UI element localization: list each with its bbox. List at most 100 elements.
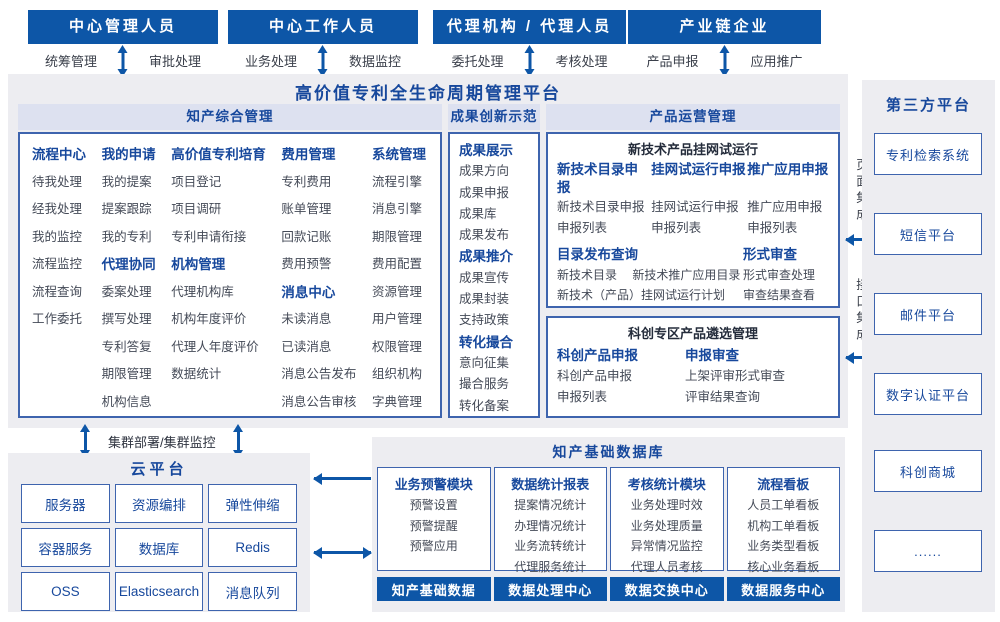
actor-role-label: 业务处理 — [244, 54, 297, 69]
menu-item: 流程监控 — [32, 257, 83, 271]
module-item: 核心业务看板 — [747, 559, 820, 574]
menu-item: 高价值专利培育 — [171, 147, 266, 162]
menu-item: 流程中心 — [32, 147, 86, 162]
menu-item: 账单管理 — [281, 202, 332, 216]
menu-item: 挂网试运行申报 — [651, 200, 739, 214]
cloud-service-box: 服务器 — [21, 484, 110, 523]
ip-database-panel: 知产基础数据库 业务预警模块 预警设置预警提醒预警应用 数据统计报表 提案情况统… — [372, 437, 845, 612]
menu-item: 成果申报 — [459, 185, 510, 200]
bidirectional-vertical-arrow-icon — [117, 45, 128, 77]
menu-item: 成果发布 — [459, 228, 510, 243]
menu-item: 转化撮合 — [459, 334, 513, 350]
actor-role-label: 委托处理 — [451, 54, 504, 69]
menu-item: 评审结果查询 — [685, 390, 761, 404]
module-item: 业务处理时效 — [630, 498, 703, 512]
data-center-bar: 数据处理中心 — [493, 577, 607, 601]
menu-item: 支持政策 — [459, 313, 510, 328]
section-header: 知产综合管理 — [18, 104, 442, 130]
menu-item: 项目调研 — [171, 202, 222, 216]
menu-item: 流程引擎 — [371, 174, 422, 189]
trial-run-box: 新技术产品挂网试运行 新技术目录申报新技术目录申报申报列表 挂网试运行申报挂网试… — [546, 132, 840, 308]
menu-item: 期限管理 — [101, 367, 152, 381]
left-arrow-icon — [313, 472, 371, 485]
cloud-platform-title: 云平台 — [130, 461, 188, 478]
menu-item: 申报列表 — [651, 221, 702, 235]
actor-role-label: 考核处理 — [555, 54, 608, 69]
bidirectional-horizontal-arrow-icon — [313, 546, 372, 559]
menu-item: 代理协同 — [101, 257, 156, 272]
menu-item: 撮合服务 — [459, 377, 510, 392]
menu-item: 推广应用申报 — [747, 162, 829, 177]
bidirectional-vertical-arrow-icon — [524, 45, 534, 77]
module-assessment: 考核统计模块 业务处理时效业务处理质量异常情况监控代理人员考核 — [610, 467, 724, 574]
third-party-title: 第三方平台 — [885, 97, 971, 114]
module-item: 业务类型看板 — [747, 539, 820, 553]
third-party-panel: 第三方平台 专利检索系统短信平台邮件平台数字认证平台科创商城...... — [862, 80, 995, 612]
menu-item: 专利费用 — [281, 174, 332, 189]
cloud-service-box: 弹性伸缩 — [208, 484, 297, 523]
module-item: 办理情况统计 — [514, 518, 587, 533]
menu-item: 申报列表 — [557, 390, 608, 404]
menu-item: 推广应用申报 — [747, 200, 823, 214]
data-center-bar: 数据交换中心 — [610, 577, 724, 601]
menu-item: 消息中心 — [281, 284, 336, 300]
menu-item: 撰写处理 — [101, 312, 152, 326]
menu-item: 消息公告审核 — [281, 394, 357, 409]
actor-title: 代理机构 / 代理人员 — [433, 10, 626, 44]
bidirectional-vertical-arrow-icon — [80, 424, 90, 458]
section-body: 流程中心待我处理经我处理我的监控流程监控流程查询工作委托 我的申请我的提案提案跟… — [18, 132, 442, 418]
module-statistics: 数据统计报表 提案情况统计办理情况统计业务流转统计代理服务统计 — [493, 467, 607, 574]
actor-role-label: 产品申报 — [646, 54, 699, 69]
menu-item: 专利申请衔接 — [171, 229, 247, 244]
module-item: 机构工单看板 — [747, 518, 820, 533]
bidirectional-vertical-arrow-icon — [233, 424, 243, 458]
menu-item: 成果展示 — [459, 143, 513, 158]
module-header: 业务预警模块 — [394, 477, 473, 492]
section-ip-management: 知产综合管理 流程中心待我处理经我处理我的监控流程监控流程查询工作委托 我的申请… — [18, 104, 442, 418]
menu-item: 已读消息 — [281, 339, 332, 354]
menu-item: 委案处理 — [101, 284, 152, 299]
platform-title: 高价值专利全生命周期管理平台 — [295, 84, 561, 103]
cloud-service-box: OSS — [21, 572, 110, 611]
module-item: 预警设置 — [409, 498, 458, 512]
menu-item: 流程查询 — [32, 284, 83, 299]
actor-role-label: 审批处理 — [149, 54, 202, 69]
cloud-service-box: 数据库 — [114, 528, 204, 567]
module-header: 考核统计模块 — [627, 477, 706, 492]
menu-item: 费用管理 — [281, 147, 336, 162]
menu-item: 待我处理 — [32, 174, 83, 189]
menu-item: 未读消息 — [281, 312, 332, 326]
menu-item: 目录发布查询 — [557, 247, 638, 262]
subsection-title: 新技术产品挂网试运行 — [627, 142, 758, 157]
actor-title: 产业链企业 — [628, 10, 821, 44]
third-party-system-box: 短信平台 — [874, 213, 982, 255]
menu-item: 新技术（产品）挂网试运行计划 — [557, 288, 726, 302]
module-kanban: 流程看板 人员工单看板机构工单看板业务类型看板核心业务看板 — [726, 467, 840, 574]
menu-item: 申报列表 — [747, 221, 798, 235]
menu-item: 新技术目录 新技术推广应用目录 — [557, 268, 741, 282]
menu-item: 我的提案 — [101, 174, 152, 189]
data-center-bar: 数据服务中心 — [726, 577, 840, 601]
menu-item: 意向征集 — [459, 355, 510, 370]
menu-item: 申报审查 — [685, 348, 739, 363]
menu-item: 我的监控 — [32, 229, 83, 244]
menu-item: 资源管理 — [371, 284, 422, 299]
menu-item: 新技术目录申报 — [557, 162, 638, 195]
module-item: 代理服务统计 — [514, 559, 587, 574]
menu-item: 消息公告发布 — [281, 367, 357, 381]
actor-group-center-staff: 中心工作人员 业务处理 数据监控 — [228, 10, 418, 77]
data-center-bar: 知产基础数据 — [377, 577, 491, 601]
module-item: 预警应用 — [409, 539, 458, 553]
menu-item: 申报列表 — [557, 221, 608, 235]
menu-item: 权限管理 — [371, 339, 422, 354]
menu-item: 挂网试运行申报 — [651, 162, 746, 177]
menu-item: 机构信息 — [101, 394, 152, 409]
cloud-service-box: Redis — [208, 528, 297, 567]
menu-item: 我的专利 — [101, 229, 152, 244]
menu-item: 用户管理 — [371, 312, 422, 326]
menu-item: 代理人年度评价 — [171, 339, 259, 354]
actor-group-center-managers: 中心管理人员 统筹管理 审批处理 — [28, 10, 218, 77]
section-achievement: 成果创新示范 成果展示成果方向成果申报成果库成果发布成果推介成果宣传成果封装支持… — [448, 104, 540, 418]
